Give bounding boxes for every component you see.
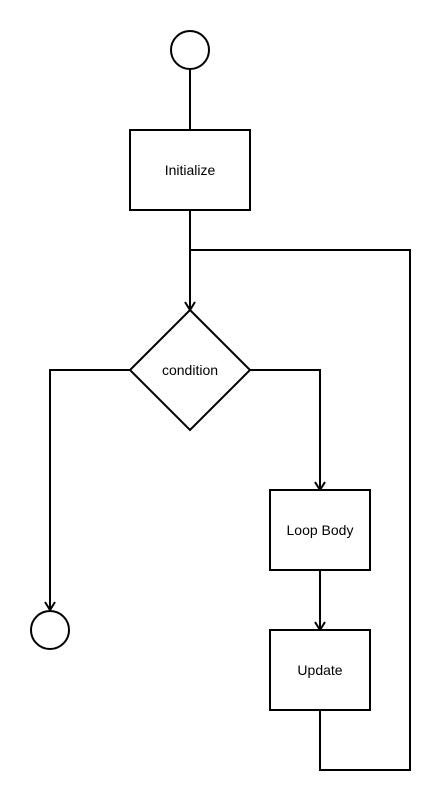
start-node [170, 30, 210, 70]
loop-body-node: Loop Body [269, 489, 371, 571]
update-node: Update [269, 629, 371, 711]
edge-condition-to-loop-body [250, 369, 326, 492]
loop-body-label: Loop Body [287, 522, 354, 538]
initialize-box [129, 129, 251, 211]
condition-label: condition [162, 362, 218, 378]
edge-condition-to-end [44, 369, 130, 612]
update-box [269, 629, 371, 711]
initialize-node: Initialize [129, 129, 251, 211]
condition-node: condition [128, 308, 252, 432]
edge-update-loop-back [190, 249, 411, 771]
condition-diamond [128, 308, 252, 432]
loop-body-box [269, 489, 371, 571]
update-label: Update [297, 662, 342, 678]
initialize-label: Initialize [165, 162, 216, 178]
end-node [30, 610, 70, 650]
